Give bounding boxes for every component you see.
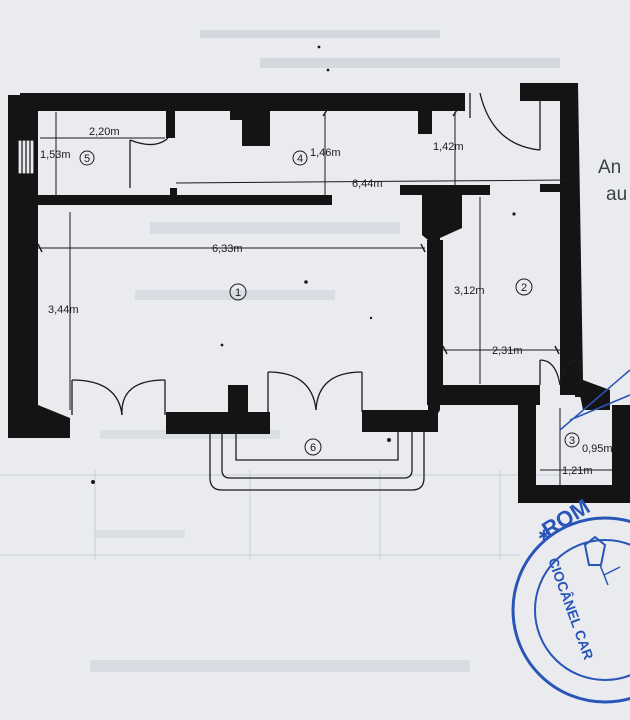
dim-room5-width: 2,20m: [89, 126, 120, 138]
room-number-circle-3: [564, 432, 580, 448]
room-number-5: 5: [84, 153, 90, 165]
dim-room3-width: 1,21m: [562, 465, 593, 477]
room-number-circle-4: [292, 150, 308, 166]
dimension-ticks: [37, 109, 560, 355]
room-number-4: 4: [297, 153, 303, 165]
window-mark: [17, 139, 35, 175]
entrance-steps: [209, 432, 425, 491]
room-number-circle-6: [304, 438, 322, 456]
stamp-emblem-icon: [583, 535, 607, 566]
dim-room1-width: 6,33m: [212, 243, 243, 255]
dim-room4-depth: 1,46m: [310, 147, 341, 159]
dim-corridor-depth: 1,42m: [433, 141, 464, 153]
faded-table-lines: [0, 470, 560, 560]
dim-room3-depth: 0,95m: [582, 443, 613, 455]
stamp-star-icon: ✱: [538, 527, 550, 543]
faded-background-text: [90, 30, 560, 672]
walls: [8, 83, 630, 503]
side-text-line-2: au: [606, 184, 627, 205]
dim-room2-depth: 3,12m: [454, 285, 485, 297]
doors: [71, 92, 581, 416]
dim-room1-depth: 3,44m: [48, 304, 79, 316]
plan-specks: [91, 45, 516, 484]
dimension-lines: [38, 112, 612, 485]
side-text-line-1: An: [598, 157, 621, 178]
room-number-circle-5: [79, 150, 95, 166]
room-number-circle-1: [229, 283, 247, 301]
dim-room5-depth: 1,53m: [40, 149, 71, 161]
room-number-labels: 5 4 1 2 3 6: [84, 153, 575, 454]
room-number-2: 2: [521, 282, 527, 294]
room-number-circle-2: [515, 278, 533, 296]
room-number-6: 6: [310, 442, 316, 454]
stamp-ring-text: CIOCÂNEL CAR: [545, 555, 598, 661]
dimension-labels: 2,20m 1,53m 1,46m 1,42m 6,44m 6,33m 3,44…: [40, 126, 613, 477]
room-numbers: [79, 150, 580, 456]
room-number-3: 3: [569, 435, 575, 447]
room-number-1: 1: [235, 287, 241, 299]
dim-corridor-length: 6,44m: [352, 178, 383, 190]
dim-room2-width: 2,31m: [492, 345, 523, 357]
